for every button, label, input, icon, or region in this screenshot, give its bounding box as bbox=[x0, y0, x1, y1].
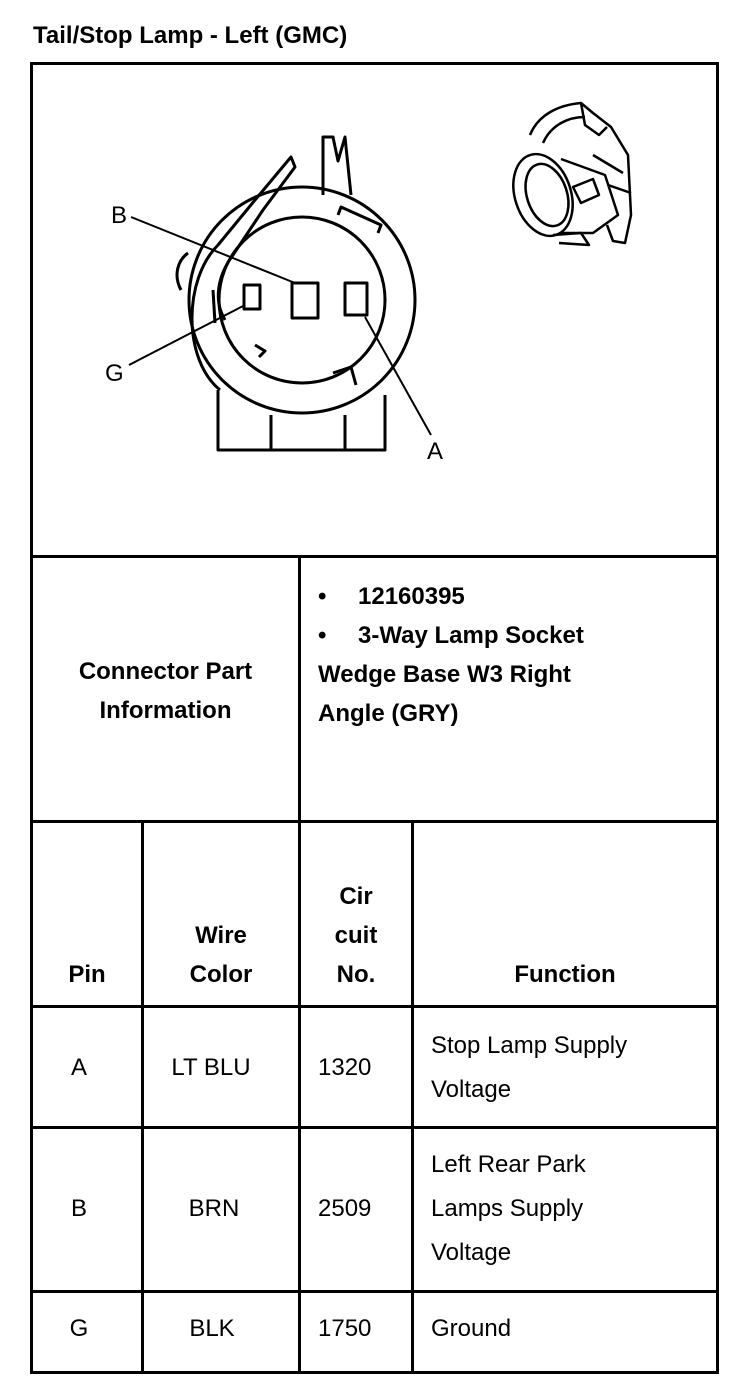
header-pin: Pin bbox=[68, 961, 106, 988]
header-circuit-line3: No. bbox=[336, 961, 376, 988]
header-circuit-line2: cuit bbox=[334, 922, 378, 949]
header-circuit-line1: Cir bbox=[339, 883, 373, 910]
row-a-function-line1: Stop Lamp Supply bbox=[431, 1032, 628, 1059]
row-g-circuit: 1750 bbox=[318, 1315, 372, 1342]
pin-b-slot bbox=[290, 281, 320, 320]
row-b-wire: BRN bbox=[188, 1195, 240, 1222]
connector-info-details: • 12160395 • 3-Way Lamp Socket Wedge Bas… bbox=[318, 577, 708, 733]
header-wire-line1: Wire bbox=[195, 922, 247, 949]
pin-label-g: G bbox=[105, 360, 124, 387]
header-function: Function bbox=[514, 961, 616, 988]
row-b-function-line1: Left Rear Park bbox=[431, 1151, 586, 1178]
pin-g-leader bbox=[128, 304, 246, 366]
row-b-function-line2: Lamps Supply bbox=[431, 1195, 584, 1222]
connector-housing bbox=[175, 135, 417, 452]
connector-info-label-line1: Connector Part bbox=[78, 658, 253, 685]
connector-diagram: B G A bbox=[105, 101, 633, 465]
row-a-wire: LT BLU bbox=[171, 1054, 251, 1081]
pin-a-slot bbox=[343, 281, 369, 317]
row-a-circuit: 1320 bbox=[318, 1054, 372, 1081]
header-circuit-no: Cir cuit No. bbox=[301, 877, 411, 994]
connector-desc-line3: Angle (GRY) bbox=[318, 700, 459, 727]
header-wire-color: Wire Color bbox=[144, 916, 298, 994]
connector-info-label: Connector Part Information bbox=[33, 652, 298, 730]
row-a-pin: A bbox=[70, 1054, 87, 1081]
row-a-function-line2: Voltage bbox=[431, 1076, 512, 1103]
bullet-icon: • bbox=[318, 622, 327, 649]
row-g-pin: G bbox=[69, 1315, 89, 1342]
pin-g-slot bbox=[242, 283, 262, 311]
part-number: 12160395 bbox=[358, 583, 465, 610]
bullet-icon: • bbox=[318, 583, 327, 610]
row-b-pin: B bbox=[70, 1195, 87, 1222]
pin-a-leader bbox=[364, 316, 432, 436]
page-title: Tail/Stop Lamp - Left (GMC) bbox=[33, 22, 348, 49]
connector-desc-line2: Wedge Base W3 Right bbox=[318, 661, 571, 688]
connector-desc-line1: 3-Way Lamp Socket bbox=[358, 622, 584, 649]
row-b-function-line3: Voltage bbox=[431, 1239, 512, 1266]
pin-b-leader bbox=[130, 216, 296, 284]
row-b-circuit: 2509 bbox=[318, 1195, 372, 1222]
connector-3d-icon bbox=[512, 101, 633, 247]
connector-info-label-line2: Information bbox=[99, 697, 232, 724]
pin-label-b: B bbox=[111, 202, 127, 229]
row-g-wire: BLK bbox=[189, 1315, 235, 1342]
header-wire-line2: Color bbox=[189, 961, 253, 988]
pin-label-a: A bbox=[427, 438, 443, 465]
row-g-function-line1: Ground bbox=[431, 1315, 512, 1342]
